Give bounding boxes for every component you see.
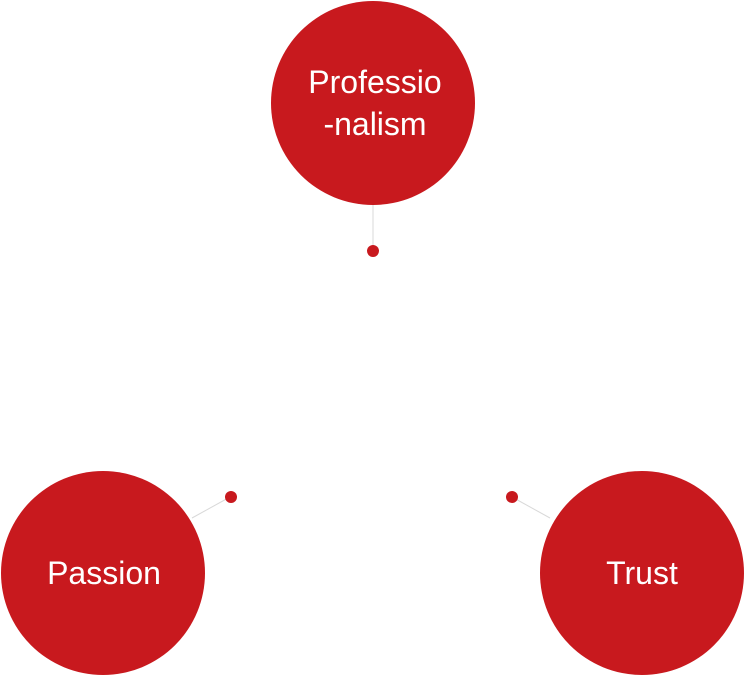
node-label-passion: Passion [47,555,161,591]
node-passion: Passion [1,471,205,675]
connector-dot-professionalism [367,245,379,257]
node-circle-trust [540,471,744,675]
node-circle-passion [1,471,205,675]
connector-dot-passion [225,491,237,503]
node-label-trust: Trust [606,555,678,591]
node-trust: Trust [540,471,744,675]
node-label-professionalism-line2: -nalism [323,106,426,142]
node-label-professionalism-line1: Professio [308,64,441,100]
node-circle-professionalism [271,1,475,205]
connector-line-passion [191,496,231,519]
connector-line-trust [511,496,551,519]
node-professionalism: Professio -nalism [271,1,475,205]
connector-dot-trust [506,491,518,503]
